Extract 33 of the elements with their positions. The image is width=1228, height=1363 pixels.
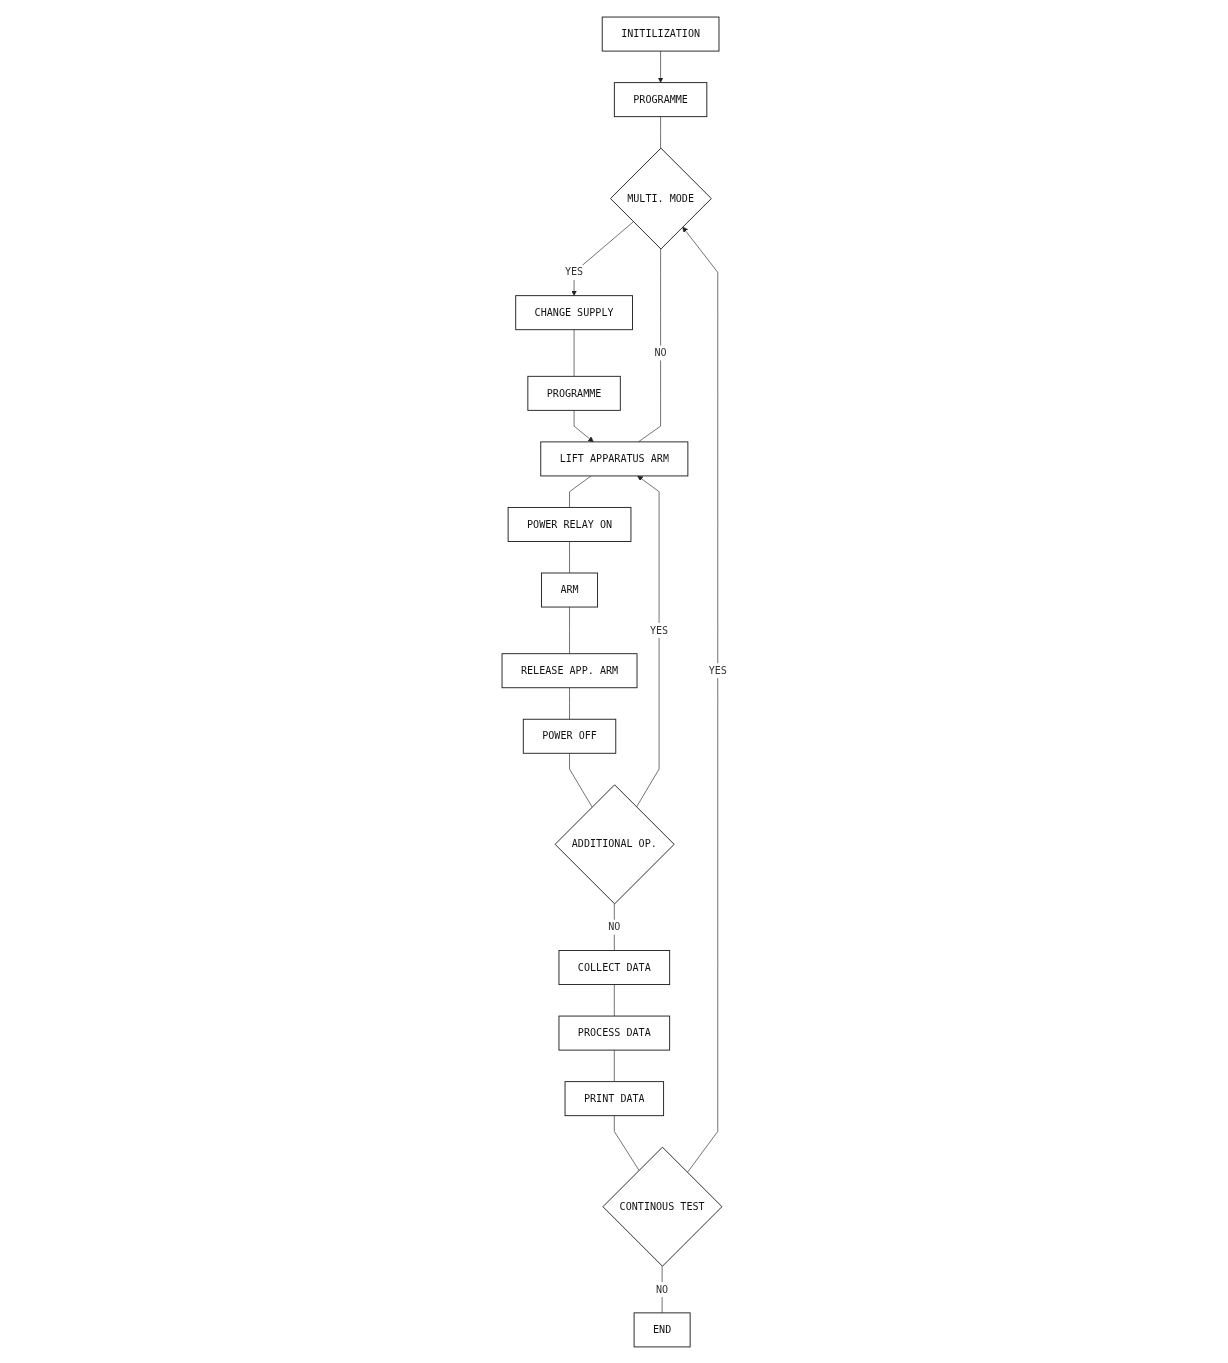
node-box: LIFT APPARATUS ARM	[539, 440, 688, 476]
connector	[568, 606, 570, 654]
connector	[613, 1049, 615, 1082]
node-box: CHANGE SUPPLY	[514, 294, 633, 330]
node-box: PROCESS DATA	[558, 1015, 670, 1051]
connector	[637, 248, 661, 442]
node-box: POWER OFF	[522, 718, 616, 754]
node-box: COLLECT DATA	[558, 949, 670, 985]
node-box: PROGRAMME	[613, 81, 707, 117]
node-box: PROGRAMME	[526, 375, 621, 411]
node-box: RELEASE APP. ARM	[501, 652, 638, 688]
node-diamond: MULTI. MODE	[609, 147, 712, 249]
edge-label: NO	[654, 346, 667, 359]
node-box: INITILIZATION	[601, 16, 719, 52]
node-box: ARM	[540, 572, 598, 608]
edge-label: YES	[564, 265, 583, 278]
edge-label: YES	[649, 623, 668, 636]
connector	[613, 983, 615, 1016]
node-diamond: ADDITIONAL OP.	[554, 783, 675, 904]
node-box: END	[633, 1311, 691, 1347]
connector	[568, 752, 592, 807]
connector	[573, 328, 574, 377]
connector	[568, 475, 591, 508]
node-diamond: CONTINOUS TEST	[602, 1146, 722, 1267]
connector	[568, 686, 570, 720]
node-box: PRINT DATA	[564, 1080, 664, 1116]
edge-label: NO	[607, 920, 620, 933]
connector	[659, 115, 661, 148]
edge-label: YES	[708, 663, 727, 676]
node-box: POWER RELAY ON	[507, 506, 631, 542]
connector	[613, 1114, 639, 1171]
connector	[568, 540, 570, 573]
edge-label: NO	[655, 1282, 668, 1295]
